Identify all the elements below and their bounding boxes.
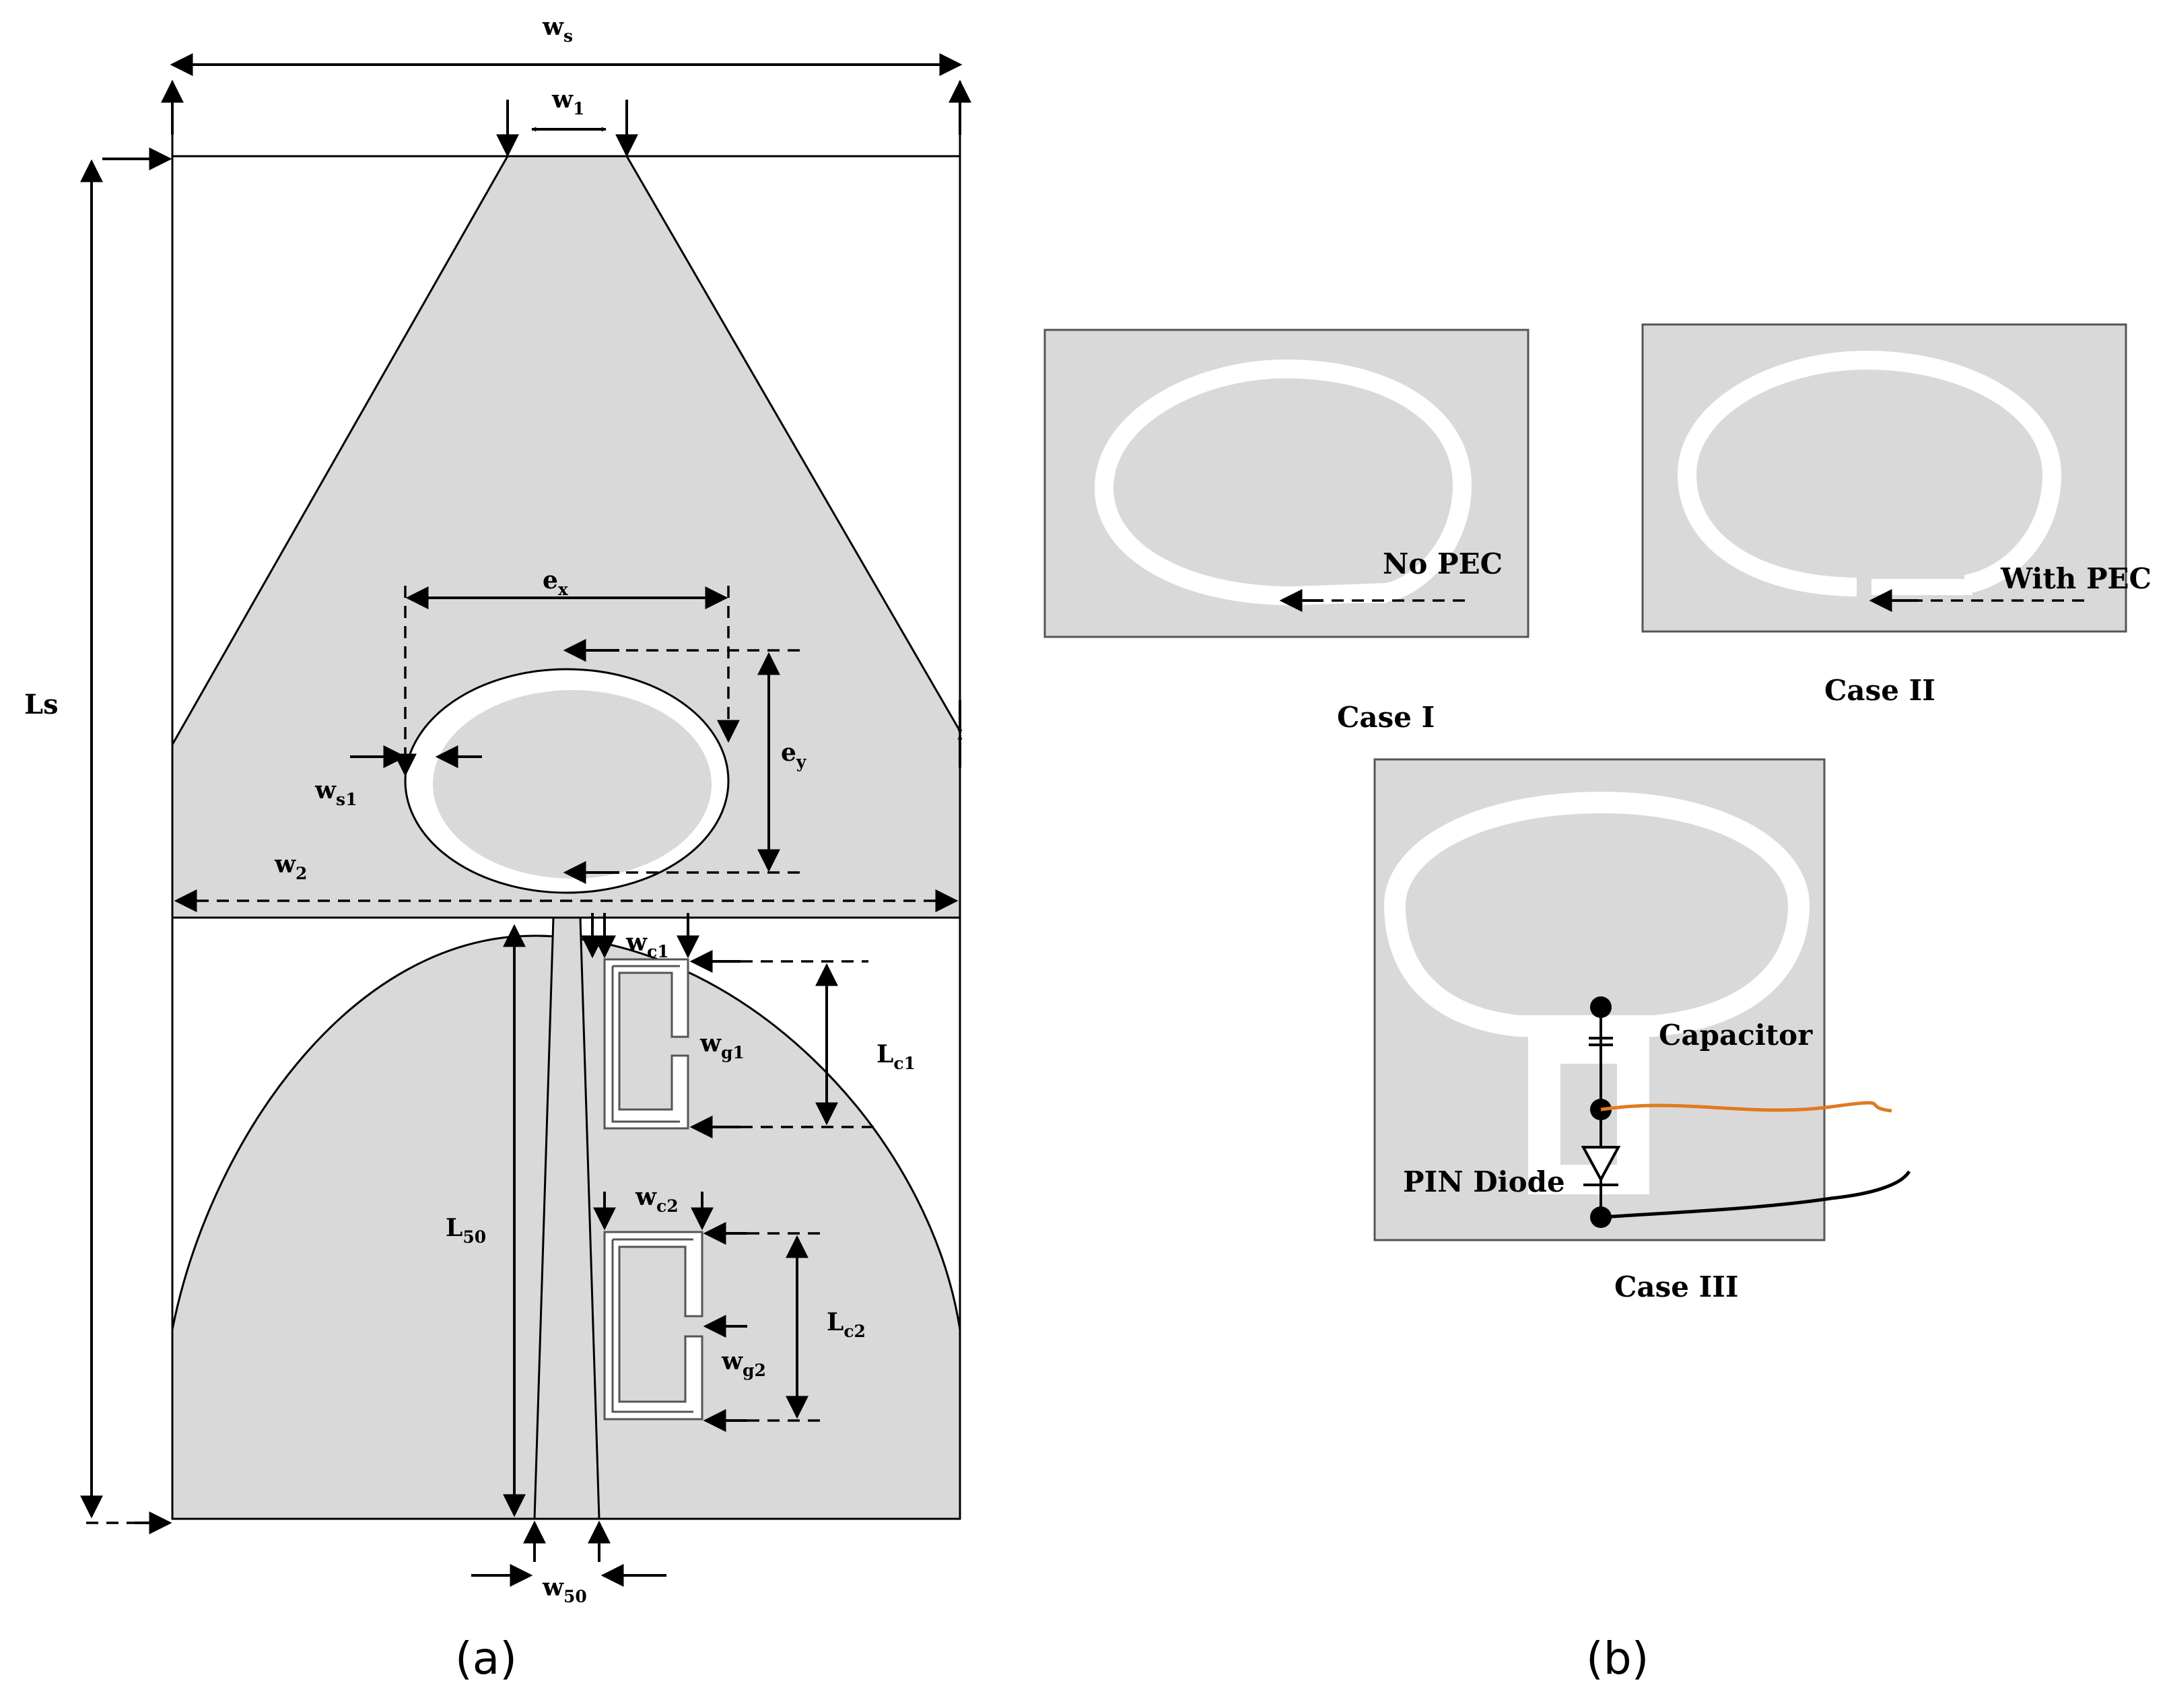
elliptical-ring-inner <box>433 690 712 879</box>
ey-label: ey <box>781 739 807 772</box>
w2-label: w2 <box>274 850 307 883</box>
l50-label: L50 <box>446 1214 486 1247</box>
ls-label: Ls <box>24 689 59 720</box>
lc2-label: Lc2 <box>827 1308 866 1341</box>
panel-b: No PEC Case I With PEC Case II <box>1043 323 2152 1684</box>
case1-ring <box>1094 359 1472 606</box>
ws-label: ws <box>542 13 573 46</box>
bias-wire-orange <box>1600 1101 1892 1113</box>
wc1-label: wc1 <box>625 928 669 961</box>
panel-a-caption: (a) <box>455 1633 517 1684</box>
feed-line <box>533 916 600 1520</box>
node-top <box>1590 996 1612 1018</box>
case2-ring <box>1677 350 2062 596</box>
panel-a: ws w1 Ls ex ey ws1 w2 <box>24 13 971 1684</box>
bias-wire-black <box>1600 1170 1911 1219</box>
case3-ring <box>1383 791 1810 1037</box>
w1-label: w1 <box>551 86 584 118</box>
w50-label: w50 <box>542 1573 587 1606</box>
pin-diode-symbol <box>1581 1146 1621 1183</box>
case3-capacitor-label: Capacitor <box>1659 1019 1813 1052</box>
case3-diode-label: PIN Diode <box>1403 1165 1565 1198</box>
case-3: Capacitor PIN Diode Case III <box>1373 758 1911 1303</box>
case2-title: Case II <box>1824 674 1935 707</box>
lc1-label: Lc1 <box>876 1040 916 1073</box>
c-resonator-2 <box>603 1231 703 1421</box>
wc2-label: wc2 <box>635 1183 679 1216</box>
case-1: No PEC Case I <box>1043 329 1529 734</box>
wg2-label: wg2 <box>721 1347 766 1380</box>
wg1-label: wg1 <box>699 1029 745 1062</box>
case1-title: Case I <box>1337 701 1435 734</box>
case1-note: No PEC <box>1383 547 1503 580</box>
case-2: With PEC Case II <box>1641 323 2152 707</box>
c-resonator-1-inner <box>611 965 680 1123</box>
case3-title: Case III <box>1614 1270 1739 1303</box>
panel-b-caption: (b) <box>1586 1633 1649 1684</box>
ex-label: ex <box>543 566 569 599</box>
ws1-label: ws1 <box>314 776 357 809</box>
c-resonator-2-inner <box>611 1238 693 1413</box>
case2-note: With PEC <box>2000 562 2152 595</box>
